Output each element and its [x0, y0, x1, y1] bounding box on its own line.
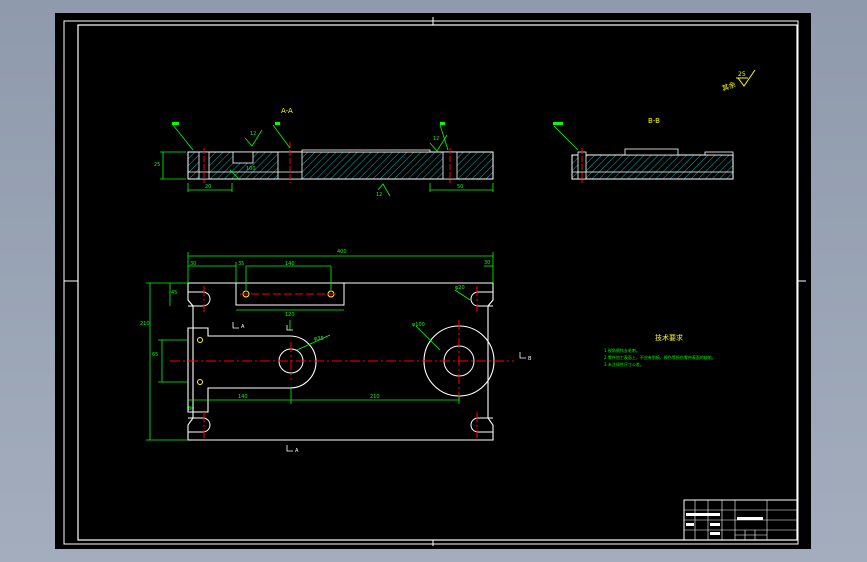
tech-requirements: 技术要求 1.锐角倒钝去毛刺。 2.零件加工表面上，不应有划痕、擦伤等损伤零件表… [604, 333, 716, 367]
section-view-b: B-B [553, 117, 734, 183]
svg-text:80: 80 [188, 406, 194, 412]
svg-text:210: 210 [370, 394, 380, 400]
svg-text:100: 100 [246, 166, 256, 172]
svg-text:65: 65 [152, 352, 158, 358]
svg-text:45: 45 [171, 290, 177, 296]
svg-text:A: A [295, 448, 299, 454]
tech-req-line-1: 1.锐角倒钝去毛刺。 [604, 347, 640, 353]
svg-text:φ100: φ100 [412, 322, 425, 328]
svg-text:35: 35 [238, 261, 244, 267]
svg-text:φ35: φ35 [314, 336, 324, 342]
sheet-frame [63, 17, 806, 546]
roughness-symbol: 25 其余 [721, 69, 756, 93]
svg-text:140: 140 [238, 394, 248, 400]
svg-text:25: 25 [154, 162, 160, 168]
section-label-b: B-B [648, 117, 660, 125]
tech-req-line-2: 2.零件加工表面上，不应有划痕、擦伤等损伤零件表面的缺陷。 [604, 354, 716, 360]
svg-text:12: 12 [376, 192, 382, 198]
svg-text:210: 210 [140, 321, 150, 327]
roughness-note: 其余 [721, 80, 737, 93]
svg-text:12: 12 [433, 136, 439, 142]
svg-text:φ20: φ20 [455, 285, 465, 291]
tech-req-line-3: 3.未注线性尺寸公差。 [604, 361, 644, 367]
svg-text:400: 400 [337, 249, 347, 255]
svg-text:A: A [241, 324, 245, 330]
svg-text:30: 30 [190, 261, 196, 267]
svg-text:30: 30 [484, 260, 490, 266]
svg-text:120: 120 [285, 312, 295, 318]
title-block [683, 499, 798, 541]
section-view-a: A-A [154, 107, 494, 198]
section-label-a: A-A [281, 107, 293, 115]
svg-text:140: 140 [285, 261, 295, 267]
tech-req-title: 技术要求 [655, 333, 683, 342]
svg-text:50: 50 [457, 184, 463, 190]
svg-text:25: 25 [738, 71, 746, 78]
svg-text:12: 12 [250, 131, 256, 137]
drawing-sheet [55, 13, 811, 549]
svg-text:B: B [528, 356, 532, 362]
plan-view: 400 30 35 140 120 30 210 45 65 140 210 φ… [140, 249, 532, 454]
svg-text:20: 20 [205, 184, 211, 190]
